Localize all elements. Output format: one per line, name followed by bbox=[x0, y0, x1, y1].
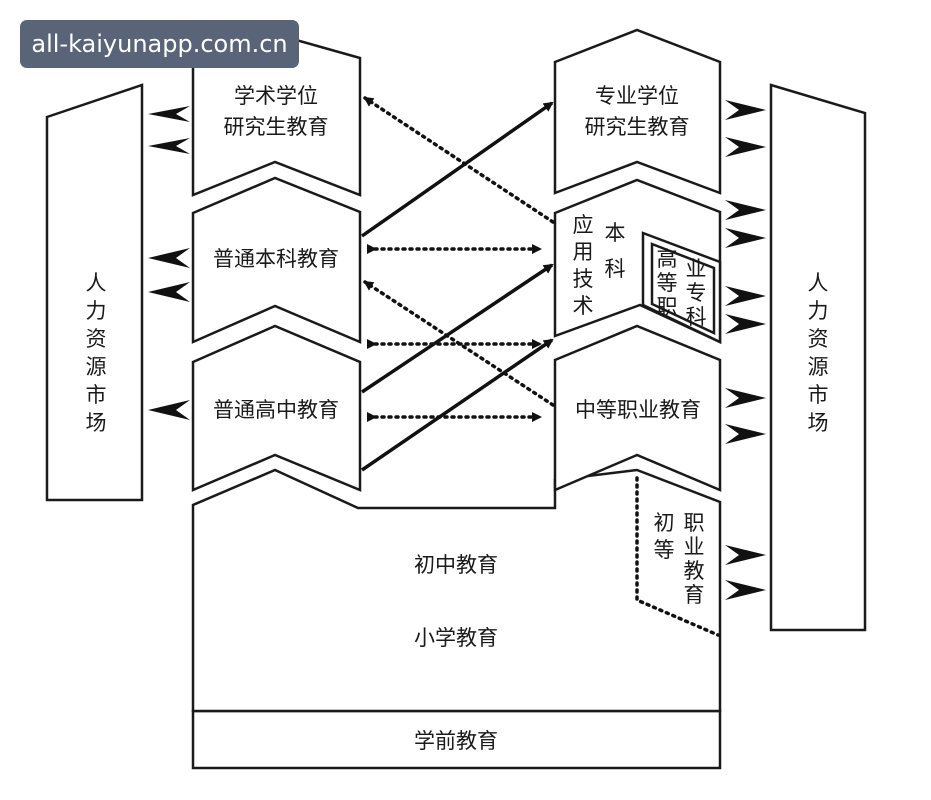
junior-vocational-char: 等 bbox=[654, 538, 675, 562]
transfer-arrow bbox=[363, 96, 555, 224]
hr-market-right-char: 力 bbox=[808, 299, 829, 323]
junior-vocational-char: 教 bbox=[684, 559, 705, 583]
output-arrowhead bbox=[148, 400, 190, 420]
hr-market-left-char: 场 bbox=[86, 411, 107, 435]
undergrad-box: 普通本科教育 bbox=[191, 176, 362, 344]
output-arrowhead bbox=[725, 580, 766, 600]
professional-degree-label: 专业学位 bbox=[595, 84, 679, 108]
hr-market-left-char: 人 bbox=[86, 271, 107, 295]
undergrad-label: 普通本科教育 bbox=[213, 247, 339, 271]
applied-tech-char: 用 bbox=[573, 240, 594, 264]
applied-tech-char: 术 bbox=[573, 294, 594, 318]
preschool-label: 学前教育 bbox=[414, 729, 498, 753]
secondary-vocational-box: 中等职业教育 bbox=[553, 324, 722, 492]
hr-market-left-char: 力 bbox=[86, 299, 107, 323]
output-arrowhead bbox=[725, 314, 766, 334]
hr-market-right-char: 资 bbox=[808, 327, 829, 351]
applied-tech-char: 应 bbox=[573, 213, 594, 237]
benke-char: 本 bbox=[605, 221, 626, 245]
watermark-label: all-kaiyunapp.com.cn bbox=[20, 20, 299, 68]
vocational-college-box: 高 等 职 业 专 科 bbox=[641, 231, 722, 344]
academic-degree-box: 学术学位 研究生教育 bbox=[191, 32, 362, 197]
hr-market-left-char: 源 bbox=[86, 355, 107, 379]
primary-label: 小学教育 bbox=[414, 626, 498, 650]
vocational-college-char: 等 bbox=[657, 271, 678, 295]
progression-arrow bbox=[361, 263, 554, 394]
output-arrowhead bbox=[148, 138, 190, 154]
junior-vocational-char: 职 bbox=[684, 511, 705, 535]
output-arrowhead bbox=[725, 388, 766, 408]
hr-market-right-char: 场 bbox=[808, 411, 829, 435]
academic-degree-label: 学术学位 bbox=[234, 84, 318, 108]
vocational-college-char: 职 bbox=[657, 295, 678, 319]
applied-tech-char: 技 bbox=[573, 267, 594, 291]
hr-market-left-char: 资 bbox=[86, 327, 107, 351]
hr-market-left: 人 力 资 源 市 场 bbox=[45, 83, 144, 502]
vocational-college-char: 科 bbox=[686, 305, 707, 329]
secondary-vocational-label: 中等职业教育 bbox=[575, 398, 701, 422]
hr-market-left-char: 市 bbox=[86, 383, 107, 407]
professional-degree-label: 研究生教育 bbox=[585, 115, 690, 139]
output-arrowhead bbox=[725, 100, 766, 120]
output-arrowhead bbox=[725, 200, 766, 220]
output-arrowhead bbox=[725, 424, 766, 444]
vocational-college-char: 高 bbox=[657, 247, 678, 271]
junior-vocational-char: 业 bbox=[684, 535, 705, 559]
junior-vocational-divider bbox=[635, 476, 720, 637]
high-school-label: 普通高中教育 bbox=[213, 398, 339, 422]
vocational-college-char: 专 bbox=[686, 281, 707, 305]
vocational-college-char: 业 bbox=[686, 257, 707, 281]
output-arrowhead bbox=[725, 545, 766, 565]
junior-high-label: 初中教育 bbox=[414, 553, 498, 577]
output-arrowhead bbox=[148, 282, 190, 302]
progression-arrow bbox=[360, 101, 554, 238]
benke-char: 科 bbox=[605, 257, 626, 281]
compulsory-education-box: 初中教育 小学教育 初 等 职 业 教 育 bbox=[191, 468, 722, 713]
junior-vocational-char: 育 bbox=[684, 583, 705, 607]
professional-degree-box: 专业学位 研究生教育 bbox=[553, 28, 722, 195]
junior-vocational-char: 初 bbox=[654, 511, 675, 535]
hr-market-right-char: 人 bbox=[808, 271, 829, 295]
output-arrowhead bbox=[725, 228, 766, 248]
progression-arrow bbox=[361, 338, 554, 472]
hr-market-right-char: 源 bbox=[808, 355, 829, 379]
academic-degree-label: 研究生教育 bbox=[224, 115, 329, 139]
output-arrowhead bbox=[148, 248, 190, 268]
output-arrowhead bbox=[725, 286, 766, 306]
output-arrowhead bbox=[725, 137, 766, 157]
preschool-box: 学前教育 bbox=[191, 709, 722, 770]
hr-market-right: 人 力 资 源 市 场 bbox=[769, 83, 867, 632]
high-school-box: 普通高中教育 bbox=[191, 324, 362, 492]
hr-market-right-char: 市 bbox=[808, 383, 829, 407]
output-arrowhead bbox=[148, 106, 190, 122]
